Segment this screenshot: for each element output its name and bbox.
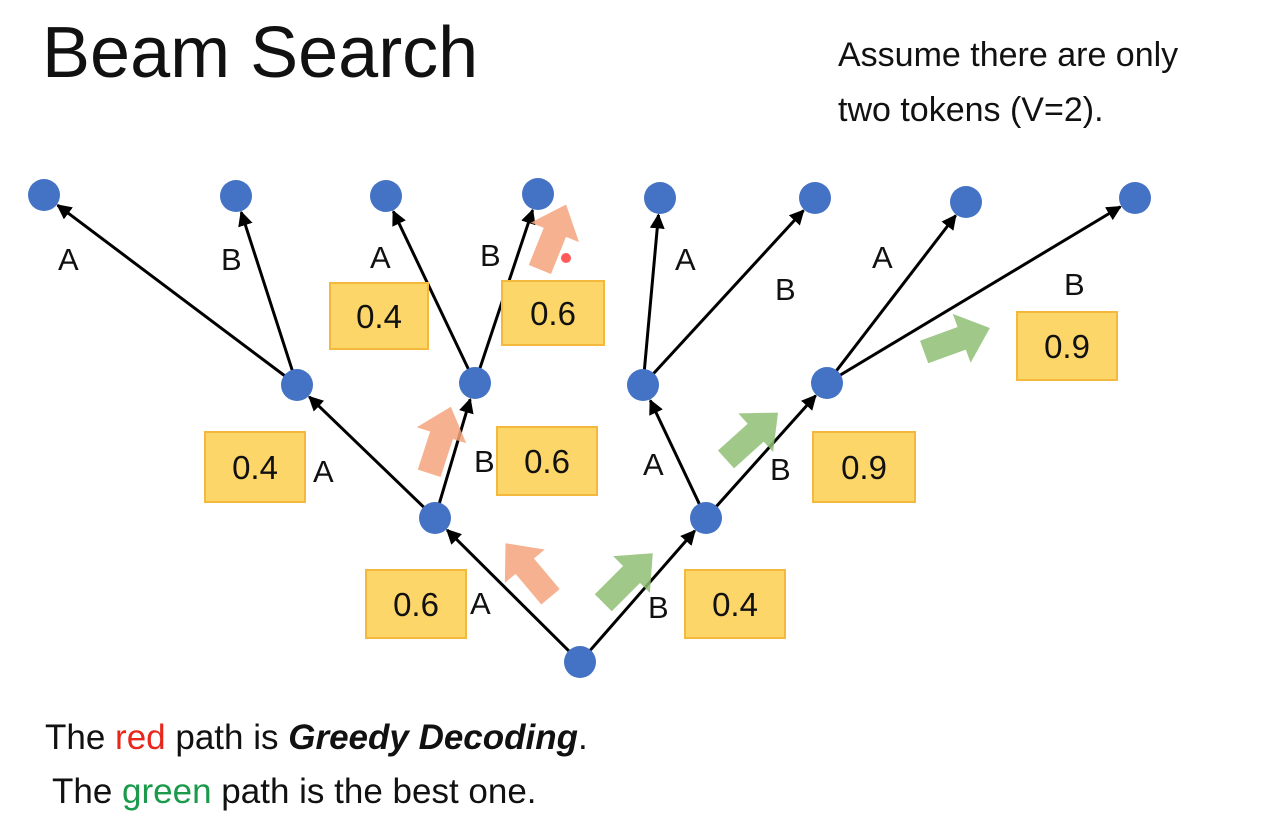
tree-node xyxy=(564,646,596,678)
tree-node xyxy=(281,369,313,401)
caption-text: path is the best one. xyxy=(211,772,537,811)
edge-label-a: A xyxy=(643,447,664,482)
red-word: red xyxy=(115,718,166,757)
probability-value: 0.4 xyxy=(232,449,278,486)
edge-label-a: A xyxy=(370,240,391,275)
probability-box xyxy=(204,431,306,503)
probability-box xyxy=(1016,311,1118,381)
green-word: green xyxy=(122,772,212,811)
tree-node xyxy=(220,180,252,212)
assumption-note: Assume there are only two tokens (V=2). xyxy=(838,28,1178,138)
greedy-path-arrow xyxy=(528,204,579,274)
probability-box xyxy=(501,280,605,346)
edge-label-a: A xyxy=(58,242,79,277)
tree-node xyxy=(370,180,402,212)
edge-label-b: B xyxy=(770,452,791,487)
caption-text: The xyxy=(45,718,116,757)
probability-value: 0.6 xyxy=(393,586,439,623)
edge-label-b: B xyxy=(474,444,495,479)
edge-label-b: B xyxy=(775,272,796,307)
probability-value: 0.9 xyxy=(841,449,887,486)
tree-node xyxy=(644,182,676,214)
edge-label-a: A xyxy=(470,586,491,621)
probability-value: 0.4 xyxy=(712,586,758,623)
probability-value: 0.9 xyxy=(1044,328,1090,365)
caption-text: The xyxy=(52,772,123,811)
laser-pointer-dot xyxy=(561,253,571,263)
tree-edge xyxy=(445,528,574,656)
tree-node xyxy=(690,502,722,534)
tree-edge xyxy=(238,210,296,376)
best-path-arrow xyxy=(717,412,779,469)
tree-edge xyxy=(391,209,472,375)
edge-label-a: A xyxy=(313,454,334,489)
tree-node xyxy=(522,178,554,210)
edge-label-b: B xyxy=(648,590,669,625)
note-line-2: two tokens (V=2). xyxy=(838,91,1104,129)
tree-node xyxy=(950,186,982,218)
tree-edge xyxy=(585,529,696,656)
tree-edge xyxy=(436,397,474,509)
caption-best: The green path is the best one. xyxy=(52,772,537,812)
tree-node xyxy=(28,179,60,211)
probability-box xyxy=(329,282,429,350)
greedy-decoding-emph: Greedy Decoding xyxy=(288,718,579,757)
tree-edge xyxy=(832,214,957,376)
probability-box xyxy=(812,431,916,503)
caption-greedy: The red path is Greedy Decoding. xyxy=(45,718,588,758)
tree-node xyxy=(811,367,843,399)
probability-value: 0.4 xyxy=(356,298,402,335)
best-path-arrow xyxy=(920,313,990,364)
edge-label-a: A xyxy=(675,242,696,277)
caption-text: path is xyxy=(165,718,289,757)
edge-label-a: A xyxy=(872,240,893,275)
best-path-arrow xyxy=(594,553,653,612)
caption-text: . xyxy=(578,718,588,757)
edge-label-b: B xyxy=(480,238,501,273)
probability-value: 0.6 xyxy=(530,295,576,332)
tree-node xyxy=(419,502,451,534)
tree-node xyxy=(799,182,831,214)
tree-node xyxy=(1119,182,1151,214)
tree-edge xyxy=(834,205,1122,380)
tree-node xyxy=(627,369,659,401)
slide-title: Beam Search xyxy=(42,13,479,93)
tree-edge xyxy=(711,394,817,512)
edge-label-b: B xyxy=(1064,267,1085,302)
tree-edge xyxy=(308,395,429,513)
probability-value: 0.6 xyxy=(524,443,570,480)
tree-edge xyxy=(642,213,665,375)
edge-label-b: B xyxy=(221,242,242,277)
probability-box xyxy=(365,569,467,639)
probability-box xyxy=(684,569,786,639)
probability-box xyxy=(496,426,598,496)
greedy-path-arrow xyxy=(504,543,560,605)
tree-edge xyxy=(56,204,290,381)
note-line-1: Assume there are only xyxy=(838,36,1179,74)
tree-node xyxy=(459,367,491,399)
greedy-path-arrow xyxy=(416,406,467,477)
tree-edge xyxy=(648,209,805,379)
tree-edge xyxy=(648,399,703,510)
